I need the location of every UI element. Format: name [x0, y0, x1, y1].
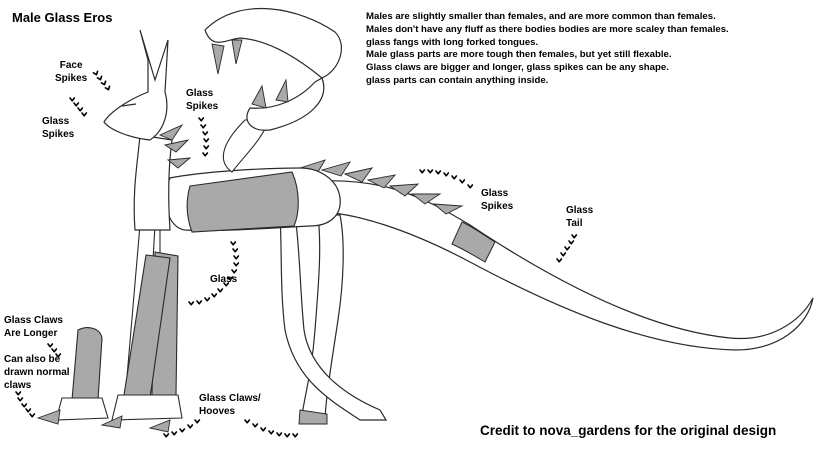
arrow-normal-claws [15, 391, 36, 418]
glass-claw-example [71, 327, 103, 401]
glass-band [186, 171, 299, 233]
label-glass-claws-hooves: Glass Claws/Hooves [199, 393, 261, 417]
arrow-glass-tail [556, 234, 578, 263]
serpent-fangs [211, 39, 289, 109]
tail [299, 180, 814, 351]
note: Male glass parts are more tough then fem… [366, 49, 672, 61]
front-claws [100, 415, 171, 433]
note: glass parts can contain anything inside. [366, 74, 549, 86]
serpent-jaw-upper [204, 7, 343, 79]
notes-list: Males are slightly smaller than females,… [366, 11, 729, 88]
arrow-glass-spikes-back [419, 169, 474, 189]
neck [133, 134, 173, 231]
arrow-face-spikes [92, 70, 112, 92]
label-glass: Glass [210, 274, 238, 285]
hind-hoof [298, 409, 328, 425]
note: Glass claws are bigger and longer, glass… [366, 62, 669, 74]
arrow-glass-spikes-neck [198, 117, 210, 157]
arrow-glass-claws-hooves [163, 419, 299, 438]
hind-leg-front [279, 214, 388, 421]
back-spikes [298, 159, 464, 215]
note: glass fangs with long forked tongues. [366, 36, 539, 48]
sheet-title: Male Glass Eros [12, 10, 113, 25]
eye [121, 103, 137, 107]
front-foot [111, 394, 183, 421]
neck-spikes [158, 123, 192, 169]
claw-example-nail [36, 409, 61, 425]
credit-text: Credit to nova_gardens for the original … [480, 423, 777, 438]
head [103, 29, 169, 141]
glass-tail [451, 221, 496, 263]
note: Males are slightly smaller than females,… [366, 11, 716, 22]
arrow-glass-spikes-left [69, 97, 88, 117]
note: Males don't have any fluff as there bodi… [366, 23, 729, 35]
claw-example-foot [55, 397, 109, 421]
serpent-jaw-lower [246, 77, 325, 131]
